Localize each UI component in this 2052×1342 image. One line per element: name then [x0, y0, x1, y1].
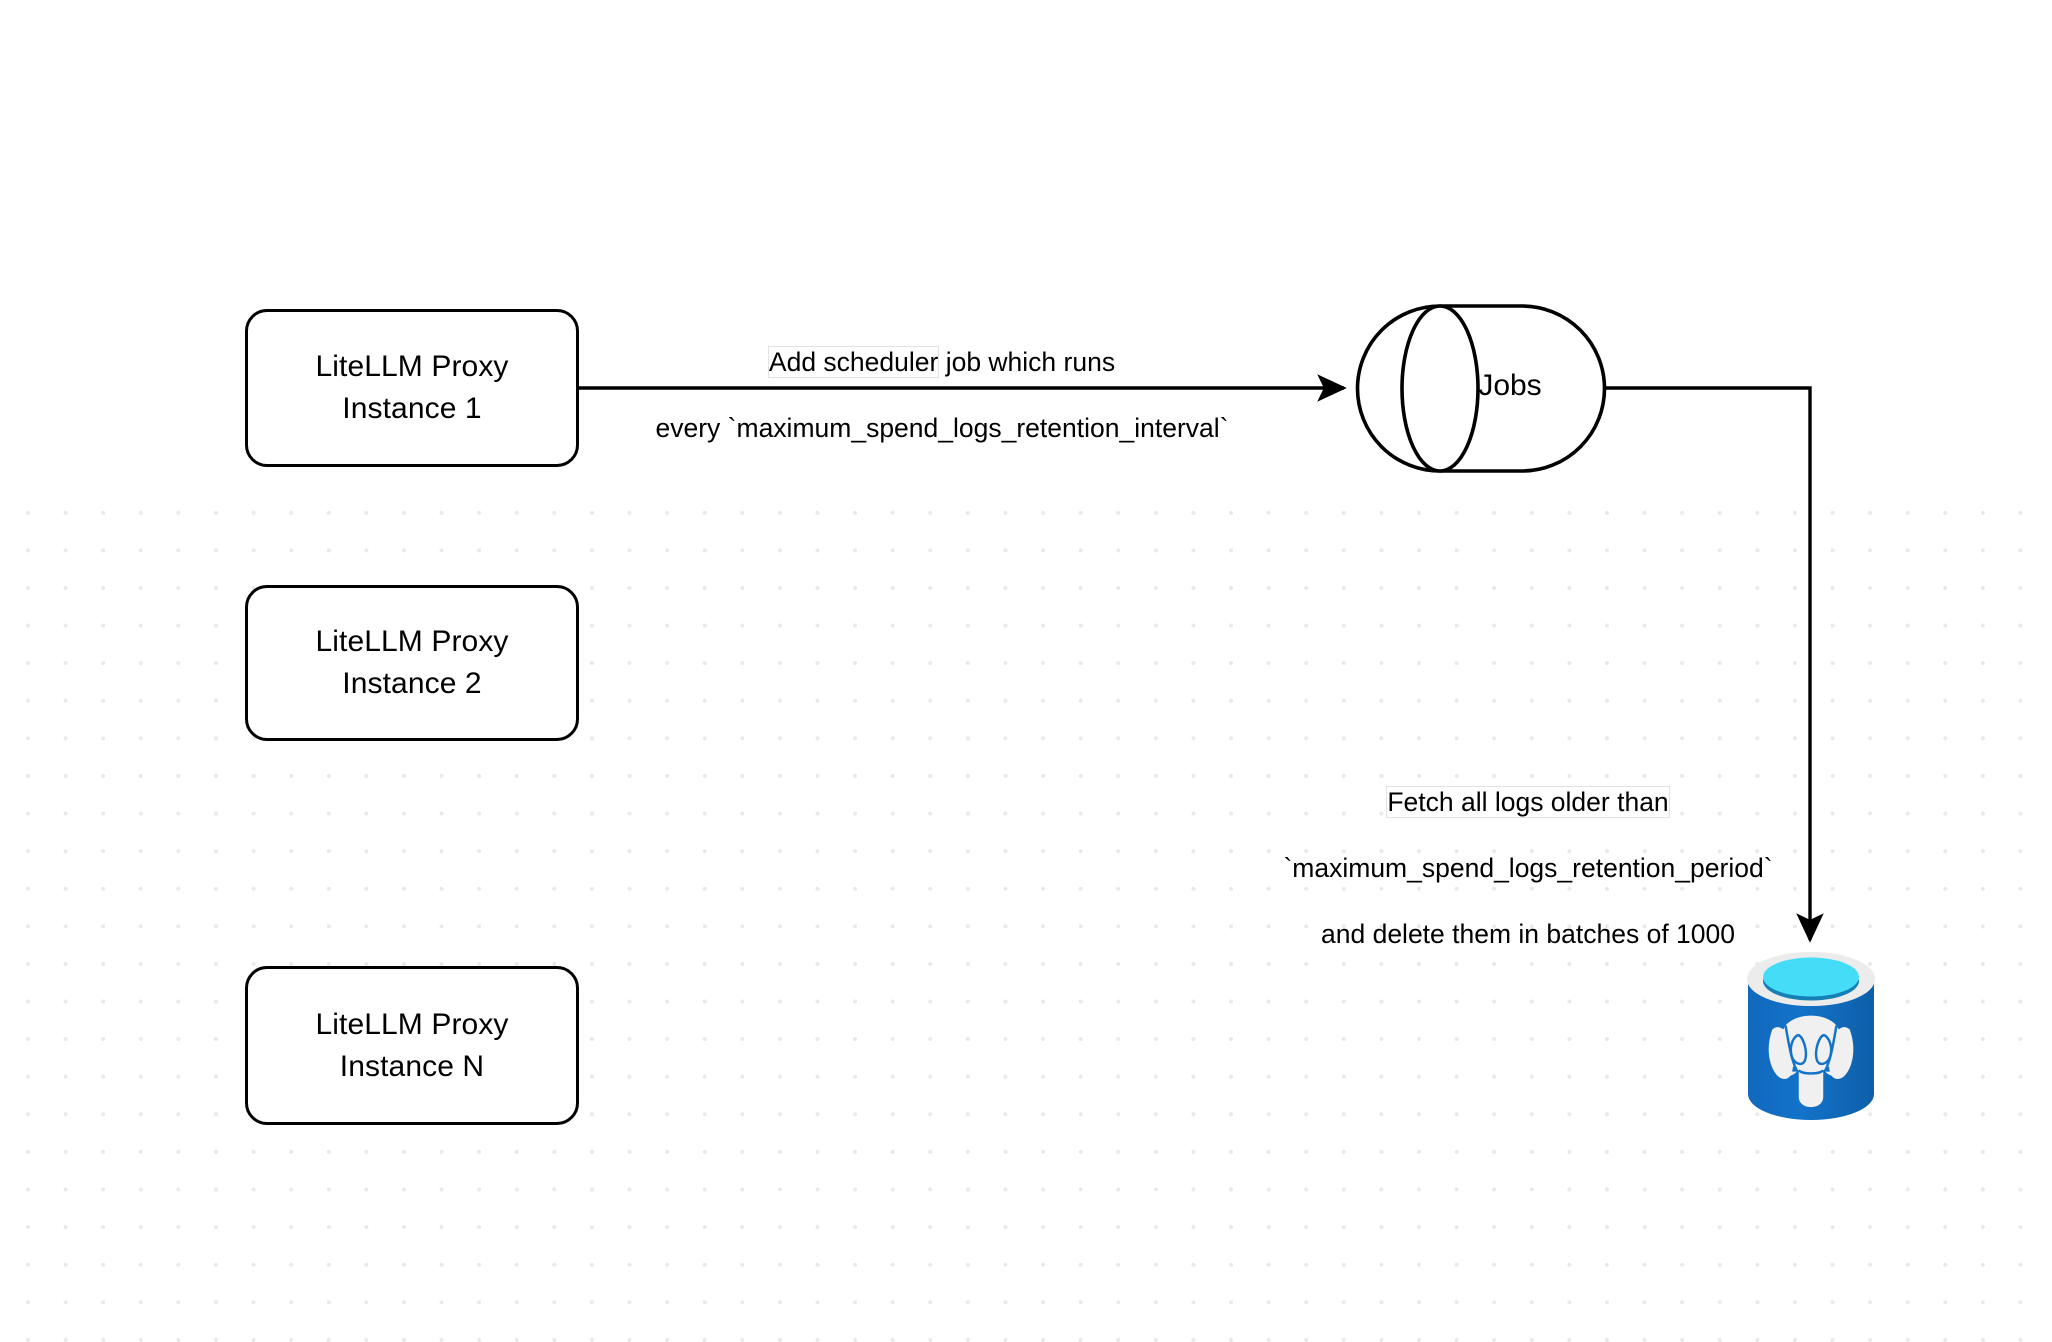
- node-litellm-proxy-instance-2[interactable]: LiteLLM Proxy Instance 2: [245, 585, 579, 741]
- edge-label-scheduler: Add scheduler job which runs every `maxi…: [588, 313, 1296, 478]
- node-litellm-proxy-instance-1[interactable]: LiteLLM Proxy Instance 1: [245, 309, 579, 467]
- connector-jobs-to-postgres: [1605, 386, 1824, 943]
- node-label: LiteLLM Proxy Instance 2: [315, 625, 509, 700]
- edge-label-delete: Fetch all logs older than `maximum_spend…: [1248, 753, 1808, 984]
- edge-label-rest: job which runs: [938, 347, 1116, 377]
- node-litellm-proxy-instance-n[interactable]: LiteLLM Proxy Instance N: [245, 966, 579, 1125]
- edge-label-line: Fetch all logs older than: [1248, 786, 1808, 819]
- node-label: LiteLLM Proxy Instance N: [315, 1007, 509, 1083]
- edge-label-line: `maximum_spend_logs_retention_period`: [1283, 853, 1773, 883]
- edge-label-line: Add scheduler job which runs: [588, 346, 1296, 379]
- postgresql-elephant-icon: [1747, 952, 1875, 1120]
- jobs-cylinder-shape: [1355, 304, 1607, 473]
- edge-label-line: and delete them in batches of 1000: [1321, 919, 1735, 949]
- node-label-jobs: Jobs: [1478, 369, 1542, 402]
- node-label: LiteLLM Proxy Instance 1: [315, 350, 509, 425]
- edge-label-highlight: Add scheduler: [768, 347, 939, 377]
- edge-label-highlight: Fetch all logs older than: [1387, 787, 1669, 817]
- edge-label-line: every `maximum_spend_logs_retention_inte…: [655, 413, 1229, 443]
